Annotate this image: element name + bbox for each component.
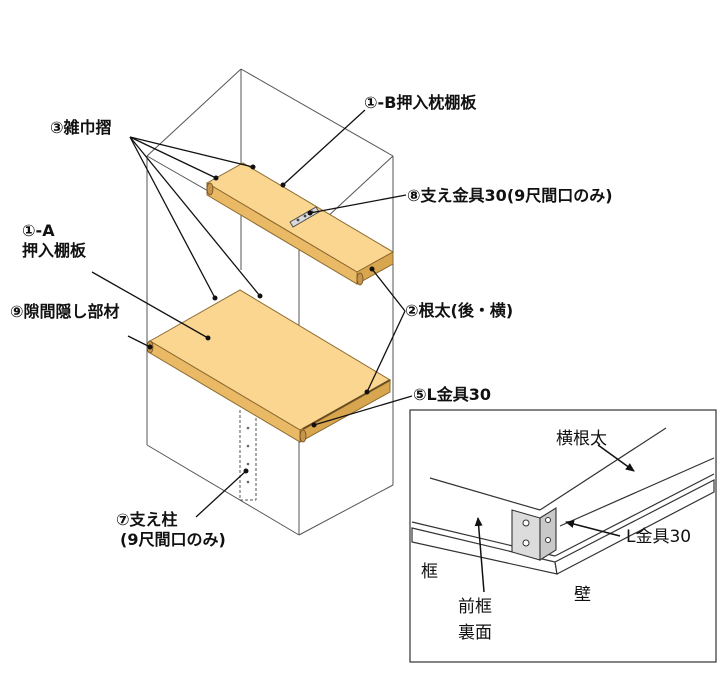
closet-frame: [146, 68, 394, 536]
leader-lines: [91, 109, 413, 518]
l-bracket-detail: [511, 507, 557, 561]
lower-closet-shelf: [146, 289, 391, 443]
detail-label-frame: 框: [421, 562, 438, 582]
label-closet-shelf-number: ①-A: [22, 221, 55, 240]
label-pillow-shelf: ①-B押入枕棚板: [364, 93, 477, 112]
label-joists: ②根太(後・横): [405, 301, 513, 320]
detail-label-back-side: 裏面: [458, 622, 492, 643]
detail-label-front-frame: 前框: [458, 597, 492, 617]
label-closet-shelf-name: 押入棚板: [22, 241, 87, 260]
detail-label-l-bracket: L金具30: [626, 527, 691, 547]
label-support-bracket: ⑧支え金具30(9尺間口のみ): [407, 186, 613, 205]
label-support-post-note: (9尺間口のみ): [120, 530, 226, 549]
detail-inset: 横根太 L金具30 框 壁 前框 裏面: [409, 409, 717, 663]
callout-labels: ③雑巾摺 ①-B押入枕棚板 ⑧支え金具30(9尺間口のみ) ①-A 押入棚板 ⑨…: [10, 93, 613, 549]
label-support-post: ⑦支え柱: [116, 510, 178, 529]
detail-label-horizontal-joist: 横根太: [556, 429, 607, 449]
support-post: [239, 410, 257, 501]
label-l-bracket: ⑤L金具30: [413, 385, 491, 404]
detail-label-wall: 壁: [574, 585, 591, 605]
label-gap-cover: ⑨隙間隠し部材: [10, 302, 120, 321]
label-zoukin-zuri: ③雑巾摺: [50, 118, 112, 137]
